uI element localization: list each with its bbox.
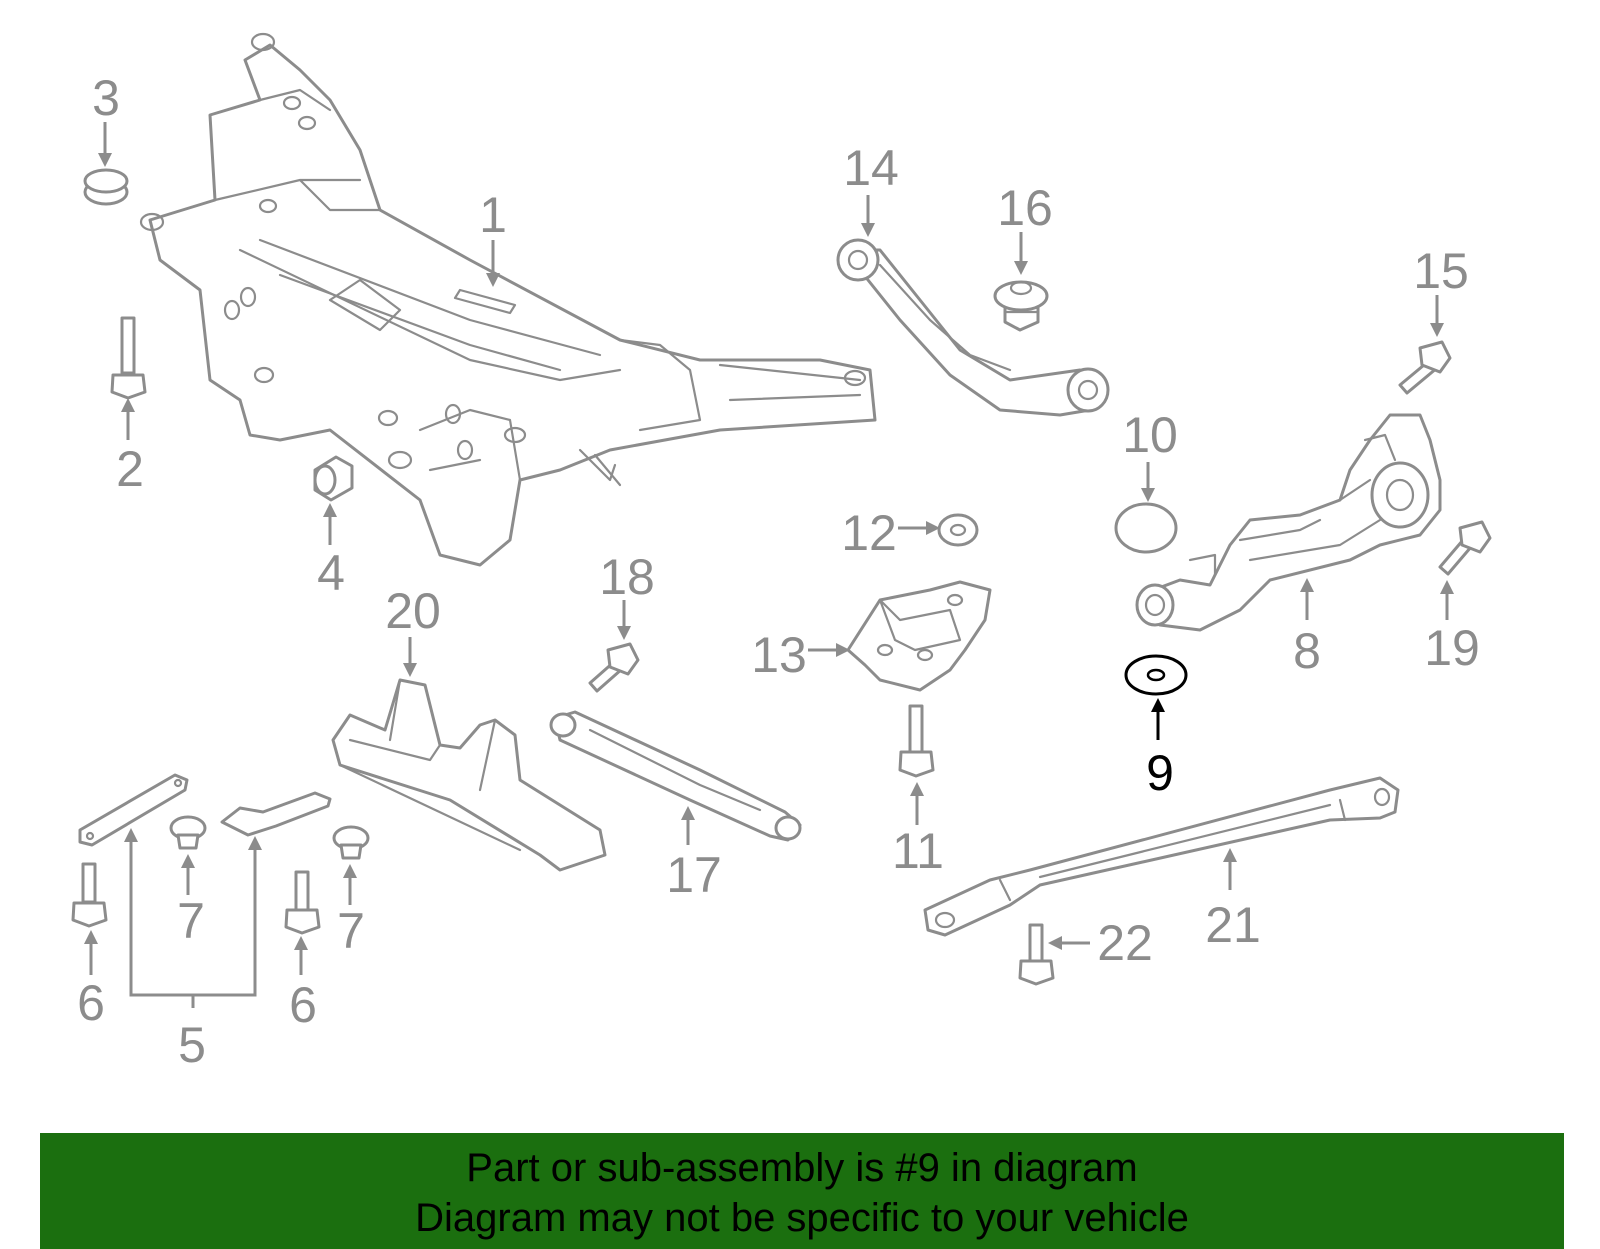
part-14-upper-link[interactable]	[836, 238, 1110, 417]
callout-8: 8	[1293, 623, 1321, 679]
part-9-arrow	[1151, 698, 1165, 740]
part-21-lateral-link[interactable]	[923, 776, 1400, 937]
callout-22: 22	[1097, 915, 1153, 971]
part-3-bushing[interactable]	[83, 168, 129, 206]
callout-19: 19	[1424, 620, 1480, 676]
callout-labels: 1 2 3 4 5 6 6 7 7 8 9 10 11 12 13 14 15 …	[77, 70, 1480, 1073]
callout-5: 5	[178, 1017, 206, 1073]
part-12-washer[interactable]	[937, 513, 979, 547]
part-5-bracket-left[interactable]	[78, 773, 189, 847]
part-7-nut-left[interactable]	[169, 815, 207, 850]
callout-15: 15	[1413, 243, 1469, 299]
callout-7-left: 7	[177, 893, 205, 949]
callout-10: 10	[1122, 407, 1178, 463]
part-17-lower-link[interactable]	[549, 710, 802, 842]
callout-7-right: 7	[337, 903, 365, 959]
part-22-bolt[interactable]	[1018, 923, 1055, 986]
callout-6-left: 6	[77, 975, 105, 1031]
part-1-rear-subframe[interactable]	[139, 32, 877, 567]
part-18-bolt[interactable]	[588, 642, 640, 693]
part-11-bolt[interactable]	[898, 704, 935, 778]
parts-diagram: 1 2 3 4 5 6 6 7 7 8 9 10 11 12 13 14 15 …	[71, 32, 1492, 1073]
callout-13: 13	[751, 627, 807, 683]
part-19-bolt[interactable]	[1438, 520, 1492, 576]
banner-line-2: Diagram may not be specific to your vehi…	[415, 1196, 1189, 1240]
callout-17: 17	[666, 847, 722, 903]
part-8-knuckle[interactable]	[1135, 413, 1442, 632]
part-20-bracket[interactable]	[331, 678, 607, 872]
part-2-bolt[interactable]	[110, 316, 147, 400]
callout-16: 16	[997, 180, 1053, 236]
callout-4: 4	[317, 545, 345, 601]
leader-arrows	[84, 122, 1454, 1008]
banner-line-1: Part or sub-assembly is #9 in diagram	[466, 1146, 1138, 1190]
callout-3: 3	[92, 70, 120, 126]
callout-1: 1	[479, 187, 507, 243]
callout-11: 11	[892, 823, 944, 879]
callout-18: 18	[599, 549, 655, 605]
callout-6-right: 6	[289, 977, 317, 1033]
callout-14: 14	[843, 140, 899, 196]
part-16-bump-stop[interactable]	[993, 280, 1049, 332]
info-banner: Part or sub-assembly is #9 in diagram Di…	[40, 1133, 1564, 1249]
part-9-washer[interactable]	[1124, 654, 1188, 696]
callout-9: 9	[1146, 745, 1174, 801]
callout-2: 2	[116, 441, 144, 497]
part-15-bolt[interactable]	[1398, 340, 1452, 395]
part-6-bolt-right[interactable]	[284, 870, 321, 935]
part-13-bracket[interactable]	[846, 580, 992, 692]
callout-20: 20	[385, 583, 441, 639]
part-5-bracket-right[interactable]	[220, 791, 332, 837]
part-7-nut-right[interactable]	[332, 825, 370, 860]
part-4-bushing[interactable]	[313, 455, 354, 502]
part-10-plug[interactable]	[1114, 502, 1178, 554]
part-6-bolt-left[interactable]	[71, 862, 108, 928]
callout-12: 12	[841, 505, 897, 561]
callout-21: 21	[1205, 897, 1261, 953]
